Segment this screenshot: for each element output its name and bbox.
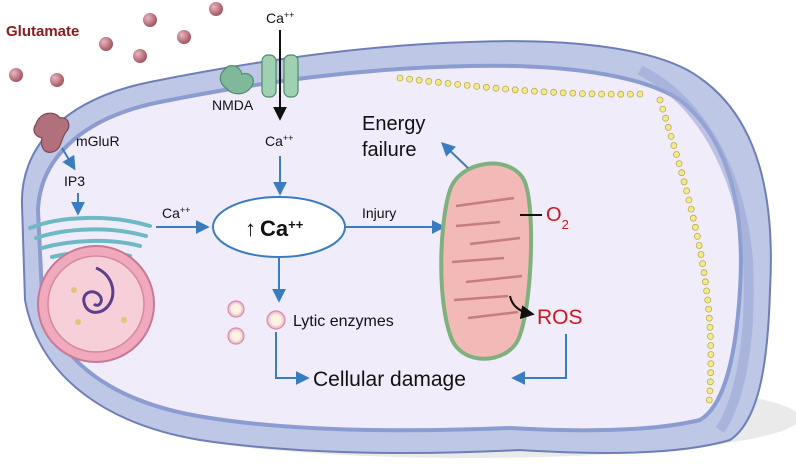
lysosome-vesicle bbox=[227, 327, 245, 345]
membrane-granule bbox=[607, 90, 615, 98]
ros-arrow bbox=[509, 295, 535, 320]
membrane-granule bbox=[598, 90, 605, 98]
membrane-granule bbox=[588, 90, 596, 98]
membrane-granule bbox=[559, 89, 567, 97]
membrane-granule bbox=[702, 278, 709, 286]
membrane-granule bbox=[473, 83, 481, 90]
membrane-fold bbox=[637, 65, 754, 433]
membrane-granule bbox=[434, 78, 442, 86]
membrane-granule bbox=[670, 142, 678, 149]
ca-outside-label: Ca++ bbox=[266, 10, 294, 26]
nmda-label: NMDA bbox=[212, 97, 254, 113]
oxygen-label: O2 bbox=[546, 204, 569, 232]
membrane-granule bbox=[704, 296, 712, 304]
membrane-granule bbox=[492, 84, 500, 92]
membrane-granule bbox=[687, 205, 695, 213]
membrane-granule bbox=[667, 132, 675, 140]
membrane-granule bbox=[444, 80, 452, 87]
membrane-granule bbox=[579, 90, 586, 97]
membrane-granule bbox=[707, 332, 714, 340]
membrane-granule bbox=[656, 96, 664, 104]
energy-failure-label: Energy failure bbox=[362, 113, 431, 161]
membrane-granule bbox=[521, 87, 529, 94]
membrane-granule bbox=[636, 90, 644, 98]
membrane-granule bbox=[425, 77, 433, 85]
energy-failure-arrow bbox=[440, 142, 469, 169]
mglur-arrow bbox=[61, 147, 76, 171]
membrane-granule bbox=[697, 251, 705, 258]
membrane-granule bbox=[707, 378, 714, 386]
glutamate-molecule bbox=[177, 30, 191, 44]
ca-inside-label: Ca++ bbox=[265, 133, 293, 149]
membrane-granule bbox=[502, 85, 510, 93]
ca-increase-label: ↑Ca++ bbox=[245, 216, 304, 241]
mitochondrion bbox=[439, 161, 534, 361]
membrane-granule bbox=[706, 387, 714, 395]
membrane-granule bbox=[689, 214, 697, 222]
membrane-granule bbox=[396, 74, 404, 82]
glutamate-molecules bbox=[9, 2, 223, 87]
membrane-granule bbox=[705, 396, 713, 404]
membrane-granule bbox=[685, 196, 693, 204]
membrane-granule bbox=[673, 151, 680, 158]
glutamate-molecule bbox=[99, 37, 113, 51]
injury-label: Injury bbox=[362, 205, 396, 221]
membrane-granule bbox=[694, 232, 701, 240]
nucleus bbox=[37, 245, 155, 363]
glutamate-molecule bbox=[143, 13, 157, 27]
membrane-granule bbox=[700, 269, 708, 277]
ca-increase-node bbox=[212, 196, 346, 258]
ros-label: ROS bbox=[537, 306, 583, 329]
mglur-receptor bbox=[33, 112, 70, 153]
membrane-granule bbox=[705, 305, 712, 313]
membrane-granule bbox=[454, 81, 462, 88]
lytic-enzymes-label: Lytic enzymes bbox=[293, 313, 394, 330]
membrane-granule bbox=[703, 287, 710, 295]
ros-to-damage-arrow bbox=[511, 334, 567, 385]
glutamate-label: Glutamate bbox=[6, 23, 79, 40]
ca-er-label: Ca++ bbox=[162, 205, 190, 221]
membrane-granule bbox=[482, 83, 490, 91]
ip3-label: IP3 bbox=[64, 173, 85, 189]
membrane-granule bbox=[531, 87, 538, 95]
membrane-granule bbox=[692, 223, 699, 231]
lysosome-vesicle bbox=[266, 310, 286, 330]
membrane-granule bbox=[699, 260, 706, 268]
membrane-granule bbox=[627, 90, 634, 98]
membrane-granule bbox=[664, 123, 672, 131]
glutamate-molecule bbox=[50, 73, 64, 87]
mglur-label: mGluR bbox=[76, 133, 120, 149]
membrane-granule bbox=[511, 86, 519, 94]
membrane-granule bbox=[406, 75, 414, 83]
membrane-granule bbox=[569, 89, 577, 97]
membrane-granule bbox=[706, 323, 714, 331]
membrane-granules bbox=[396, 74, 715, 404]
membrane-granule bbox=[707, 351, 715, 358]
membrane-granule bbox=[707, 342, 715, 349]
membrane-granule bbox=[707, 369, 715, 377]
membrane-granule bbox=[705, 314, 713, 322]
membrane-granule bbox=[659, 105, 667, 113]
lytic-to-damage-arrow bbox=[275, 332, 310, 385]
glutamate-molecule bbox=[209, 2, 223, 16]
nmda-receptor bbox=[219, 54, 299, 98]
membrane-granule bbox=[415, 76, 423, 84]
membrane-granule bbox=[540, 88, 548, 96]
membrane-granule bbox=[707, 360, 715, 368]
cellular-damage-label: Cellular damage bbox=[313, 368, 466, 391]
glutamate-molecule bbox=[9, 68, 23, 82]
membrane-granule bbox=[695, 242, 703, 249]
membrane-granule bbox=[680, 178, 688, 186]
membrane-granule bbox=[662, 114, 669, 122]
membrane-granule bbox=[550, 88, 557, 96]
membrane-granule bbox=[683, 187, 690, 195]
membrane-granule bbox=[678, 169, 686, 177]
membrane-granule bbox=[617, 90, 625, 98]
glutamate-molecule bbox=[133, 49, 147, 63]
lysosome-vesicle bbox=[227, 300, 245, 318]
membrane-granule bbox=[675, 160, 683, 168]
membrane-granule bbox=[463, 82, 471, 89]
